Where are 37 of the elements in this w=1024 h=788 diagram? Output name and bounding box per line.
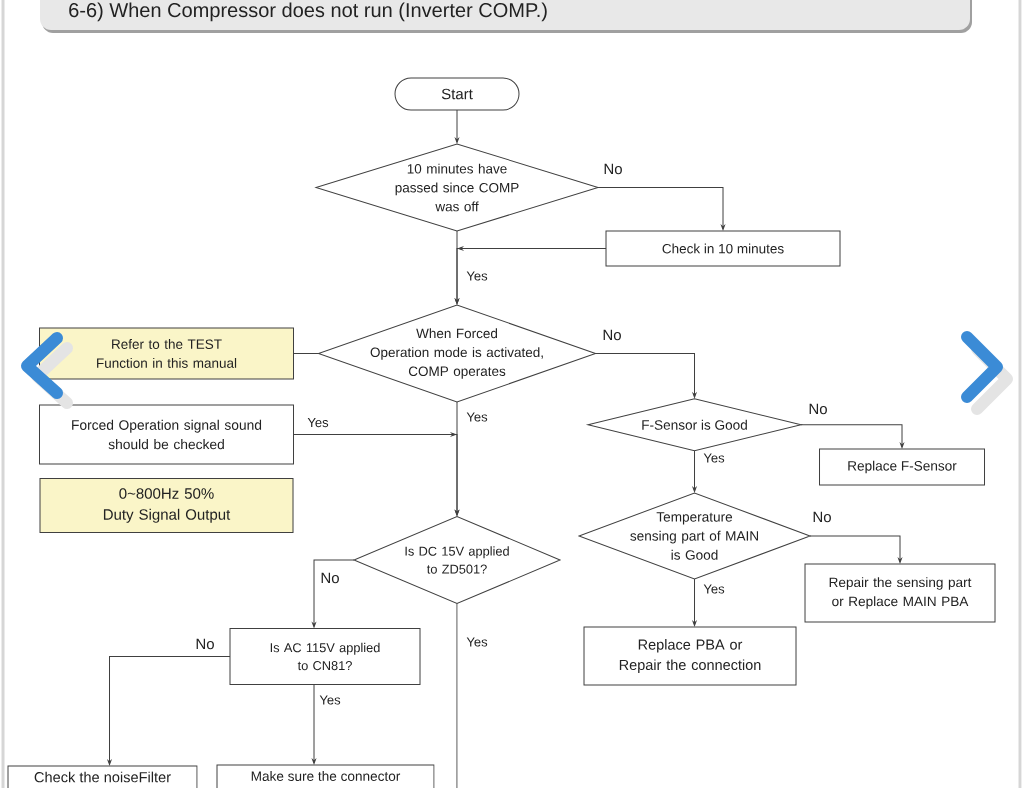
arrow (692, 450, 697, 492)
note-box: 0~800Hz 50% Duty Signal Output (39, 478, 294, 533)
arrow (692, 578, 697, 626)
process-box: Replace F-Sensor (819, 448, 985, 486)
process-box: Check in 10 minutes (605, 230, 841, 267)
edge-label: Yes (702, 452, 726, 464)
edge-label: Yes (702, 583, 726, 595)
arrow (809, 535, 902, 563)
start-terminal: Start (394, 77, 520, 111)
process-box: Repair the sensing part or Replace MAIN PBA (804, 563, 996, 623)
note-box: Refer to the TEST Function in this manual (39, 327, 294, 380)
title-banner: 6-6) When Compressor does not run (Inverter COMP.) (40, 0, 972, 33)
edge-label: Yes (306, 417, 330, 429)
arrow (597, 187, 725, 230)
arrow (107, 656, 231, 765)
arrow (293, 432, 459, 516)
arrow (312, 684, 316, 764)
edge-label: No (807, 402, 829, 416)
edge-label: Yes (465, 636, 489, 648)
edge-label: No (319, 571, 341, 585)
edge-label: No (194, 637, 216, 651)
process-box: Replace PBA or Repair the connection (583, 626, 797, 686)
edge-label: No (601, 328, 623, 342)
edge-label: No (602, 162, 624, 176)
arrow (455, 109, 459, 143)
edge-label: Yes (465, 411, 489, 423)
arrow (595, 353, 697, 398)
process-box: Forced Operation signal sound should be checked (39, 404, 294, 465)
process-box: Check the noiseFilter (7, 765, 198, 788)
edge-label: Yes (318, 694, 342, 706)
process-box: Make sure the connector (216, 764, 435, 788)
edge-label: Yes (465, 270, 489, 282)
arrow (800, 424, 904, 448)
arrow (312, 559, 355, 628)
edge-label: No (811, 510, 833, 524)
process-box: Is AC 115V applied to CN81? (229, 628, 421, 685)
arrow (455, 246, 607, 304)
